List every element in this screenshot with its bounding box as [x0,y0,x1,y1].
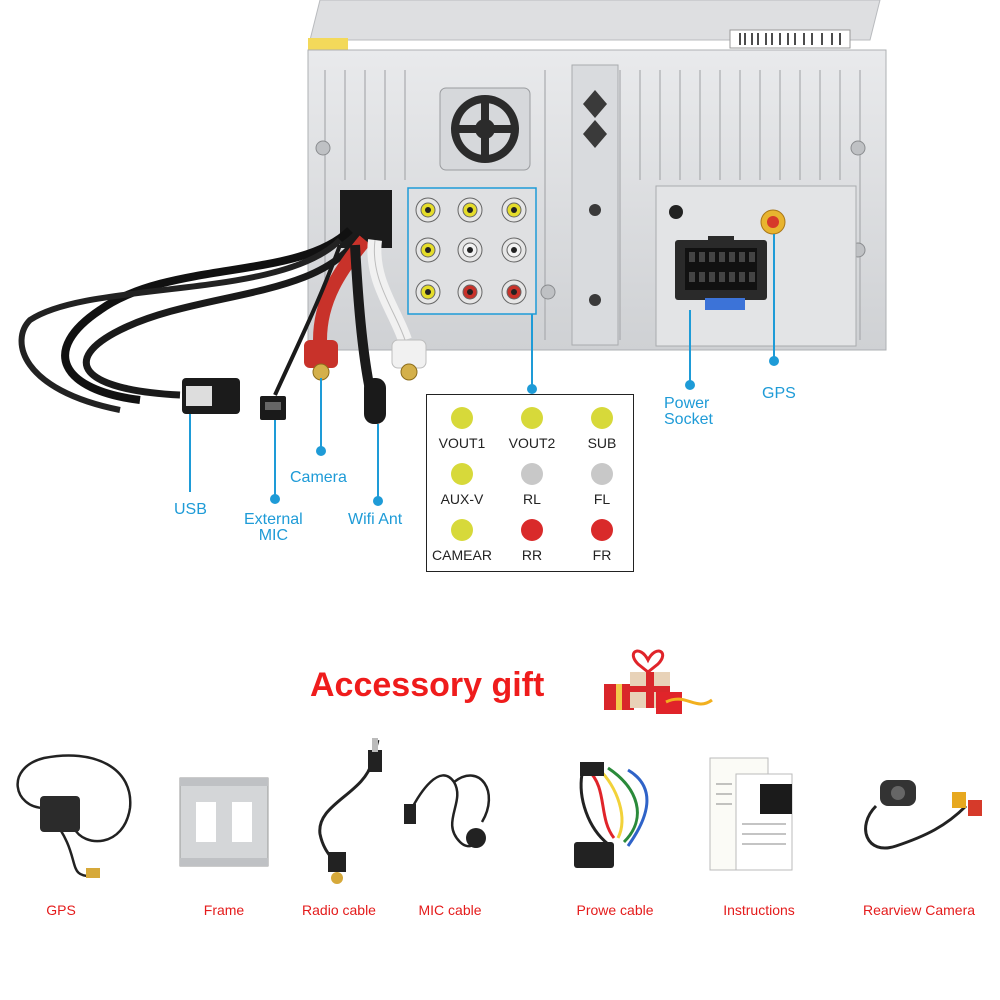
accessory-gift-title: Accessory gift [310,666,545,704]
instructions-image [709,757,793,871]
legend-label: FL [593,491,611,507]
legend-item-camear: CAMEAR [427,519,497,563]
power-cable-image [574,762,649,868]
accessory-label-rearview-camera: Rearview Camera [862,902,976,918]
legend-item-fr: FR [567,519,637,563]
accessory-label-mic-cable: MIC cable [418,902,482,918]
accessory-label-gps: GPS [46,902,76,918]
legend-circle [451,463,473,485]
accessory-label-power-cable: Prowe cable [576,902,654,918]
camera-leader-line [320,378,322,448]
wifi-leader-dot [373,496,383,506]
usb-label: USB [174,501,207,518]
legend-circle [451,407,473,429]
mic-leader-dot [270,494,280,504]
camera-leader-dot [316,446,326,456]
external-mic-label: External MIC [244,512,303,544]
legend-circle [521,519,543,541]
legend-label: VOUT1 [438,435,486,451]
rca-legend-box: VOUT1 VOUT2 SUB AUX-V RL FL CAMEAR RR FR [426,394,634,572]
accessory-label-frame: Frame [203,902,245,918]
rearview-camera-image [864,780,982,850]
accessory-label-instructions: Instructions [723,902,795,918]
mic-cable-image [404,774,491,848]
accessory-label-radio-cable: Radio cable [302,902,376,918]
gift-box-icon [604,649,713,714]
legend-label: RR [521,547,543,563]
gps-label: GPS [762,385,796,402]
frame-image [179,777,269,867]
camera-label: Camera [290,469,347,486]
legend-item-fl: FL [567,463,637,507]
legend-label: RL [523,491,541,507]
legend-item-vout1: VOUT1 [427,407,497,451]
legend-circle [591,519,613,541]
legend-circle [521,463,543,485]
legend-item-sub: SUB [567,407,637,451]
legend-item-vout2: VOUT2 [497,407,567,451]
gps-antenna-image [16,754,132,878]
usb-leader-line [189,414,191,492]
power-socket-line2: Socket [664,411,713,428]
legend-item-rr: RR [497,519,567,563]
legend-label: SUB [587,435,617,451]
gps-leader-line [773,234,775,358]
legend-label: FR [592,547,612,563]
power-socket-label: Power Socket [664,396,713,428]
mic-leader-line [274,420,276,496]
rca-leader-dot [527,384,537,394]
legend-label: AUX-V [440,491,484,507]
legend-circle [591,463,613,485]
legend-item-rl: RL [497,463,567,507]
power-leader-dot [685,380,695,390]
legend-circle [451,519,473,541]
rca-leader-line [531,314,533,386]
power-socket-line1: Power [664,395,710,412]
legend-label: CAMEAR [432,547,492,563]
legend-circle [521,407,543,429]
external-mic-line2: MIC [258,527,289,544]
legend-item-aux-v: AUX-V [427,463,497,507]
gps-leader-dot [769,356,779,366]
legend-circle [591,407,613,429]
wifi-leader-line [377,424,379,498]
external-mic-line1: External [244,511,303,528]
wifi-ant-label: Wifi Ant [348,511,403,528]
radio-cable-image [318,738,382,884]
power-leader-line [689,310,691,382]
head-unit-rear-illustration [18,0,887,424]
legend-label: VOUT2 [508,435,556,451]
